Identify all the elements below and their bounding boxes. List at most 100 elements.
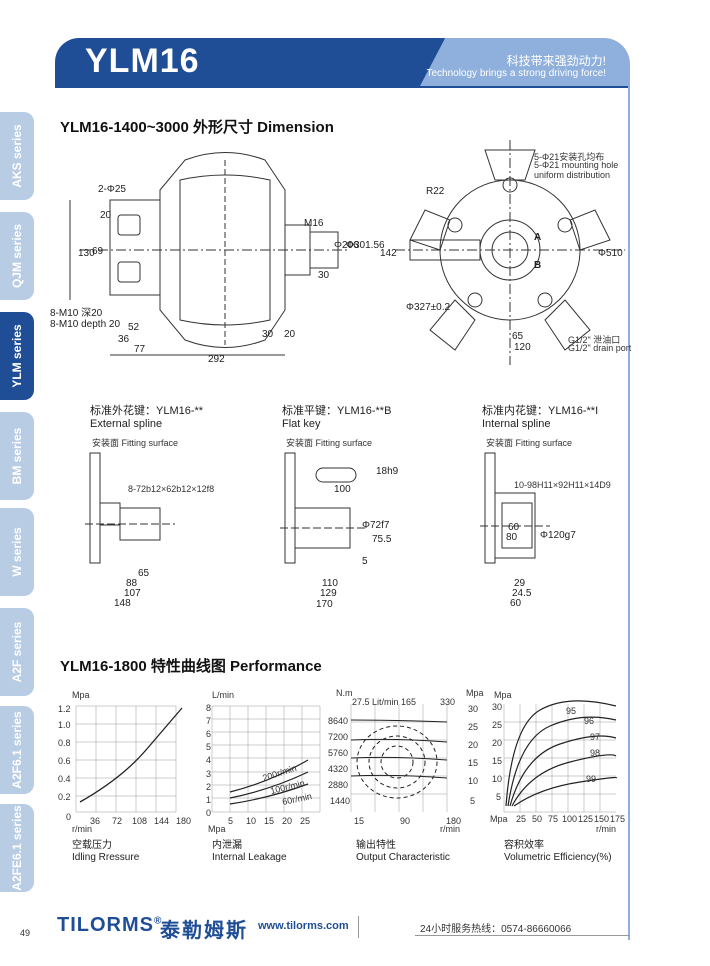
chart-volumetric-efficiency <box>503 700 617 813</box>
chart1-xunit: r/min <box>72 824 92 834</box>
shaft-ext-dim-65: 65 <box>138 568 150 579</box>
header-banner <box>55 38 475 86</box>
tab-a2f61-series[interactable]: A2F6.1 series <box>0 706 34 794</box>
slogan-cn: 科技带来强劲动力! <box>506 54 606 68</box>
tab-qjm-series[interactable]: QJM series <box>0 212 34 300</box>
chart2-y4: 4 <box>206 755 212 765</box>
chart3-top-b: 330 <box>440 697 456 707</box>
shaft-ext-drawing <box>85 452 175 564</box>
chart3-yl0: 8640 <box>328 716 349 726</box>
chart2-y6: 2 <box>206 782 212 792</box>
chart3-yl2: 5760 <box>328 748 349 758</box>
chart4-caption-cn: 容积效率 <box>504 840 544 851</box>
tab-a2fe61-series[interactable]: A2FE6.1 series <box>0 804 34 892</box>
shaft-key-755: 75.5 <box>372 534 392 545</box>
chart1-y3: 0.6 <box>58 756 71 766</box>
header-rule <box>55 86 630 88</box>
shaft-int-fitting: 安装面 Fitting surface <box>486 438 573 448</box>
performance-title: YLM16-1800 特性曲线图 Performance <box>60 658 322 675</box>
chart1-x2: 108 <box>132 816 148 826</box>
dim-69: 69 <box>92 246 104 257</box>
shaft-int-title-en: Internal spline <box>482 418 551 430</box>
chart1-y6: 0 <box>66 812 72 822</box>
chart1-y2: 0.8 <box>58 738 71 748</box>
footer-rule <box>415 935 630 936</box>
shaft-key-dim-129: 129 <box>320 588 337 599</box>
chart-internal-leakage <box>211 705 321 813</box>
right-border <box>628 70 630 940</box>
chart2-y2: 6 <box>206 729 212 739</box>
shaft-int-drawing <box>480 452 550 564</box>
tab-aks-series[interactable]: AKS series <box>0 112 34 200</box>
chart3-caption-en: Output Characteristic <box>356 852 450 863</box>
header-swoosh <box>420 38 630 86</box>
shaft-key-title-en: Flat key <box>282 418 321 430</box>
side-view-drawing <box>69 152 350 356</box>
page-number: 49 <box>20 928 31 938</box>
chart2-xunit: Mpa <box>208 824 226 834</box>
chart3-top-a: 27.5 Lit/min 165 <box>352 697 417 707</box>
shaft-ext-title-en: External spline <box>90 418 163 430</box>
dim-65: 65 <box>512 331 524 342</box>
shaft-ext-title-cn: 标准外花键：YLM16-** <box>90 405 204 417</box>
chart4-x6: 175 <box>610 814 626 824</box>
tab-a2f-series[interactable]: A2F series <box>0 608 34 696</box>
chart3-yr3: 15 <box>468 758 479 768</box>
chart2-unit: L/min <box>212 690 235 700</box>
chart3-x0: 15 <box>354 816 365 826</box>
dim-phi510: Φ510 <box>598 248 623 259</box>
dim-77: 77 <box>134 344 146 355</box>
shaft-key-spec: 18h9 <box>376 466 399 477</box>
chart4-curve-97: 97 <box>590 732 601 742</box>
brand-logo: TILORMS® <box>57 914 163 936</box>
chart3-x1: 90 <box>400 816 411 826</box>
holes-cn: 5-Φ21安装孔均布 <box>534 152 605 162</box>
tab-w-series[interactable]: W series <box>0 508 34 596</box>
chart2-x2: 15 <box>264 816 275 826</box>
page-title: YLM16 <box>85 42 200 80</box>
chart4-unit: Mpa <box>494 690 512 700</box>
chart2-caption-cn: 内泄漏 <box>212 840 242 851</box>
dim-20a: 20 <box>100 210 112 221</box>
dim-142: 142 <box>380 248 397 259</box>
dim-292: 292 <box>208 354 225 365</box>
dim-m16: M16 <box>304 218 324 229</box>
chart4-curve-96: 96 <box>584 716 595 726</box>
slogan-en: Technology brings a strong driving force… <box>426 68 606 79</box>
chart4-curve-98: 98 <box>590 748 601 758</box>
dimension-title: YLM16-1400~3000 外形尺寸 Dimension <box>60 119 334 136</box>
shaft-int-dim-60b: 60 <box>510 598 522 609</box>
shaft-ext-dim-148: 148 <box>114 598 131 609</box>
chart1-y4: 0.4 <box>58 774 71 784</box>
tab-ylm-series[interactable]: YLM series <box>0 312 34 400</box>
shaft-int-phi120: Φ120g7 <box>540 530 576 541</box>
drain-en: G1/2" drain port <box>568 343 632 353</box>
chart4-y3: 15 <box>492 756 503 766</box>
shaft-key-drawing <box>280 452 365 564</box>
chart1-caption-en: Idling Rressure <box>72 852 140 863</box>
port-a: A <box>534 232 542 243</box>
brand-name-cn: 泰勒姆斯 <box>160 920 248 942</box>
shaft-key-fitting: 安装面 Fitting surface <box>286 438 373 448</box>
drain-cn: G1/2" 泄油口 <box>568 335 621 345</box>
chart4-x4: 125 <box>578 814 594 824</box>
chart2-y3: 5 <box>206 742 212 752</box>
port-b: B <box>534 260 542 271</box>
shaft-key-5: 5 <box>362 556 368 567</box>
website-link[interactable]: www.tilorms.com <box>258 920 349 932</box>
shaft-key-len: 100 <box>334 484 351 495</box>
shaft-ext-fitting: 安装面 Fitting surface <box>92 438 179 448</box>
chart2-y5: 3 <box>206 769 212 779</box>
chart3-yr5: 5 <box>470 796 476 806</box>
dim-30a: 30 <box>318 270 330 281</box>
chart3-yl5: 1440 <box>330 796 351 806</box>
chart2-y0: 8 <box>206 703 212 713</box>
chart3-yl1: 7200 <box>328 732 349 742</box>
tab-bm-series[interactable]: BM series <box>0 412 34 500</box>
chart-idling-pressure <box>75 705 183 813</box>
chart2-y8: 0 <box>206 808 212 818</box>
shaft-key-title-cn: 标准平键：YLM16-**B <box>282 405 392 417</box>
chart4-curve-99: 99 <box>586 774 597 784</box>
chart1-x3: 144 <box>154 816 170 826</box>
shaft-ext-dim-107: 107 <box>124 588 141 599</box>
